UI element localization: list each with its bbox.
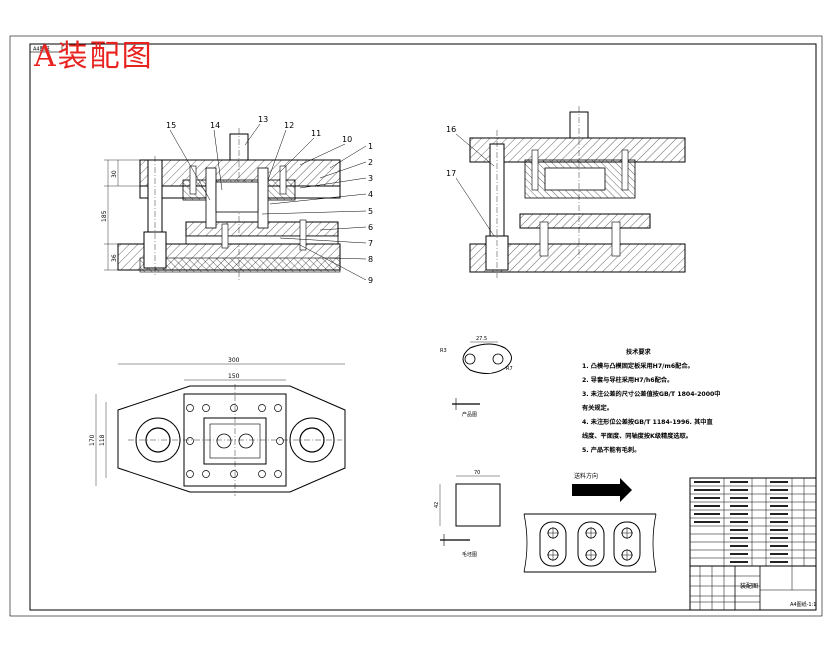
dim-inner: 150	[228, 373, 240, 380]
part-13: 13	[258, 115, 268, 124]
part-5: 5	[368, 207, 373, 216]
title-block-scale: A4图纸-1:1	[790, 601, 816, 608]
blank-caption: 毛坯图	[462, 551, 477, 558]
part-6: 6	[368, 223, 373, 232]
part-11: 11	[311, 129, 321, 138]
drawing-title: A装配图	[34, 39, 154, 74]
part-14: 14	[210, 121, 220, 130]
front-top-leaders	[169, 123, 346, 201]
part-16: 16	[446, 125, 456, 134]
front-section-view	[104, 128, 341, 280]
product-view	[452, 341, 512, 410]
blank-dim-width: 70	[474, 470, 480, 476]
feed-arrow-icon	[572, 478, 632, 502]
feed-direction-label: 送料方向	[574, 472, 598, 480]
blank-dim-height: 42	[434, 502, 440, 508]
title-block	[689, 477, 817, 611]
part-9: 9	[368, 276, 373, 285]
part-15: 15	[166, 121, 176, 130]
front-right-leaders	[261, 145, 367, 281]
outer-frame	[9, 35, 823, 617]
blank-view	[439, 475, 501, 546]
dim-upper: 30	[111, 170, 118, 178]
part-12: 12	[284, 121, 294, 130]
part-1: 1	[368, 142, 373, 151]
inner-frame	[29, 43, 817, 611]
strip-layout	[523, 513, 657, 573]
part-7: 7	[368, 239, 373, 248]
requirement-item: 4. 未注形位公差按GB/T 1184-1996. 其中直	[582, 419, 713, 426]
dim-total: 185	[101, 210, 108, 222]
part-8: 8	[368, 255, 373, 264]
corner-tag: A4图纸	[33, 46, 50, 53]
part-10: 10	[342, 135, 352, 144]
requirement-item: 有关规定。	[582, 405, 613, 412]
part-3: 3	[368, 174, 373, 183]
title-block-name: 装配图	[740, 582, 758, 590]
dim-height: 170	[89, 434, 96, 446]
product-dim-width: 27.5	[476, 336, 487, 342]
dim-lower: 36	[111, 254, 118, 262]
part-4: 4	[368, 190, 373, 199]
side-section-view	[455, 106, 686, 278]
requirement-item: 3. 未注公差的尺寸公差值按GB/T 1804-2000中	[582, 391, 721, 398]
product-dim-tol: R7	[506, 366, 513, 372]
part-17: 17	[446, 169, 456, 178]
title-block-fills	[694, 481, 788, 563]
product-caption: 产品图	[462, 411, 477, 418]
dim-inner-height: 118	[99, 434, 106, 446]
requirement-item: 线度、平面度、同轴度按K级精度选取。	[582, 433, 692, 440]
dim-overall: 300	[228, 357, 240, 364]
requirement-item: 1. 凸模与凸模固定板采用H7/m6配合。	[582, 363, 694, 370]
corner-tag-box	[29, 43, 63, 53]
requirement-item: 5. 产品不能有毛刺。	[582, 447, 641, 454]
part-2: 2	[368, 158, 373, 167]
requirement-item: 2. 导套与导柱采用H7/h6配合。	[582, 377, 674, 384]
requirements-heading: 技术要求	[626, 349, 651, 356]
top-plan-view	[95, 363, 346, 496]
product-dim-radius: R3	[440, 348, 447, 354]
